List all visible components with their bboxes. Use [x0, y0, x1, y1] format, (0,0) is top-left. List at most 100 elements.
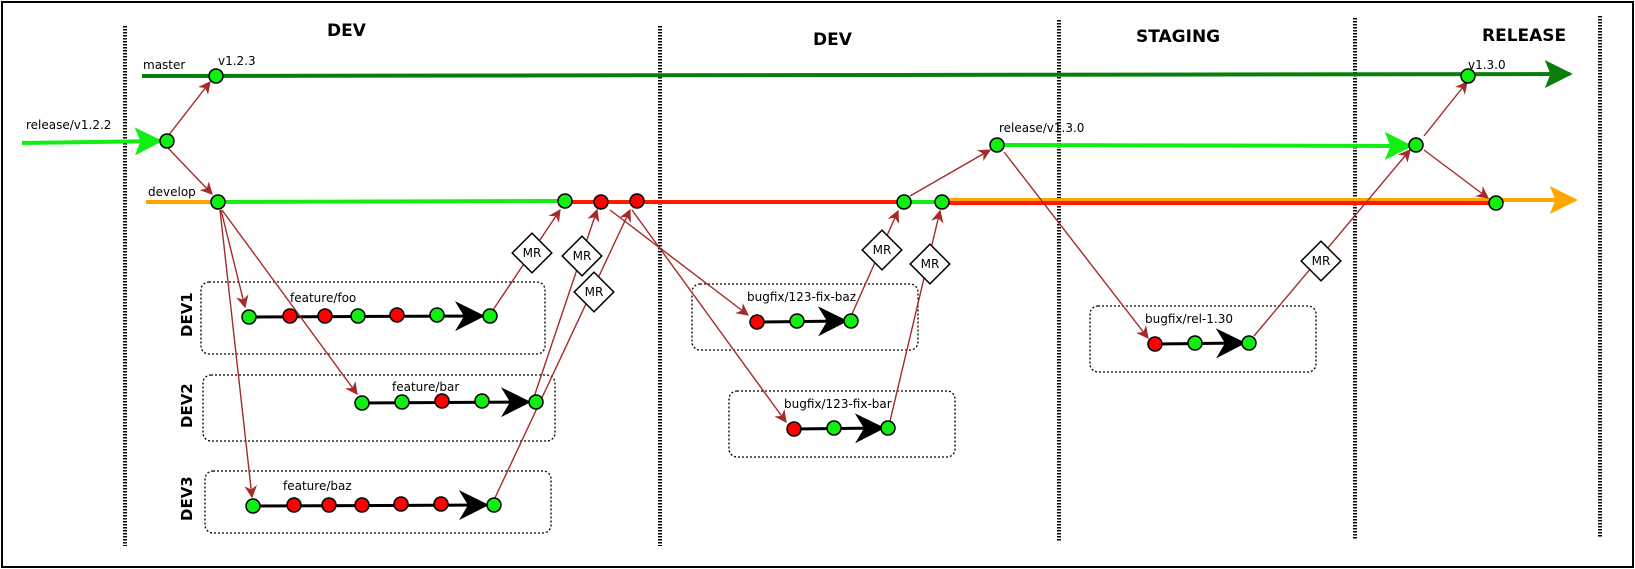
box-feature-foo: [200, 281, 546, 355]
commit-foo-2: [282, 308, 298, 324]
arrow-release122-to-master: [167, 81, 211, 137]
arrow-develop-to-bugfix-baz: [609, 209, 750, 316]
commit-lines: [248, 301, 1246, 521]
box-feature-bar: [202, 374, 556, 442]
label-feature-baz: feature/baz: [283, 479, 352, 493]
commit-baz-2: [286, 497, 302, 513]
commit-bugfix-bar-2: [826, 420, 842, 436]
commit-develop-end: [1488, 195, 1504, 211]
arrow-develop-to-bugfix-bar: [631, 209, 787, 424]
mr-label: MR: [1312, 254, 1331, 268]
arrow-baz-to-develop: [493, 208, 631, 501]
label-master: master: [143, 58, 185, 72]
mr-label: MR: [585, 285, 604, 299]
commit-develop-merge-bar: [593, 194, 609, 210]
mr-marker-bugfix-rel: MR: [1300, 240, 1342, 282]
master-line: [141, 60, 1573, 89]
commit-nodes: [159, 68, 1504, 514]
phase-header-staging: STAGING: [1136, 27, 1220, 47]
phase-header-dev-1: DEV: [327, 21, 367, 41]
commit-release-130-fix: [1408, 137, 1424, 153]
phase-separators: [123, 16, 1602, 546]
label-tag-v130: v1.3.0: [1468, 58, 1506, 72]
commit-release-130-start: [989, 137, 1005, 153]
commit-bar-3: [434, 393, 450, 409]
arrow-release130-to-develop: [1423, 149, 1490, 199]
label-develop: develop: [148, 185, 196, 199]
commit-baz-7: [486, 497, 502, 513]
arrow-release122-to-develop: [167, 147, 213, 195]
arrow-bugfix-bar-to-develop: [889, 209, 944, 422]
commit-bugfix-bar-1: [786, 421, 802, 437]
arrow-bugfix-rel-to-release130: [1253, 149, 1411, 337]
arrow-release130-to-master: [1423, 81, 1468, 137]
phase-header-release: RELEASE: [1482, 26, 1566, 46]
commit-bar-2: [394, 394, 410, 410]
release-122-line: [21, 127, 163, 156]
mr-label: MR: [573, 249, 592, 263]
release-130-line: [996, 131, 1413, 160]
commit-develop-fix-baz: [896, 194, 912, 210]
label-bugfix-rel: bugfix/rel-1.30: [1145, 312, 1233, 326]
arrow-develop-to-release130: [909, 149, 992, 197]
commit-baz-4: [354, 497, 370, 513]
commit-release-122: [159, 133, 175, 149]
mr-label: MR: [873, 243, 892, 257]
developer-label-dev1: DEV1: [178, 292, 196, 337]
label-tag-v123: v1.2.3: [218, 54, 256, 68]
commit-bugfix-baz-2: [789, 313, 805, 329]
arrow-develop-to-baz: [219, 209, 258, 499]
phase-header-dev-2: DEV: [813, 30, 853, 50]
mr-marker-bugfix-baz: MR: [861, 229, 903, 271]
mr-label: MR: [523, 246, 542, 260]
commit-bar-1: [354, 395, 370, 411]
commit-foo-7: [482, 308, 498, 324]
commit-foo-4: [350, 308, 366, 324]
mr-markers: MR MR MR MR MR MR: [511, 229, 1342, 313]
main-branch-lines: [21, 60, 1578, 214]
commit-baz-6: [433, 496, 449, 512]
developer-label-dev2: DEV2: [178, 383, 196, 428]
commit-baz-1: [245, 498, 261, 514]
box-bugfix-baz: [691, 283, 919, 351]
mr-marker-bugfix-bar: MR: [909, 243, 951, 285]
label-feature-bar: feature/bar: [392, 380, 459, 394]
commit-baz-3: [321, 497, 337, 513]
box-bugfix-bar: [728, 390, 956, 458]
arrow-develop-to-bar: [221, 209, 358, 396]
commit-foo-6: [429, 307, 445, 323]
label-bugfix-baz: bugfix/123-fix-baz: [747, 290, 856, 304]
mr-label: MR: [921, 257, 940, 271]
commit-foo-5: [389, 307, 405, 323]
mr-marker-baz: MR: [573, 271, 615, 313]
commit-master-v130: [1460, 68, 1476, 84]
commit-bar-4: [474, 393, 490, 409]
label-release-130: release/v1.3.0: [999, 121, 1084, 135]
commit-develop-fix-bar: [934, 194, 950, 210]
commit-develop-start: [210, 194, 226, 210]
commit-develop-merge-baz: [629, 193, 645, 209]
label-feature-foo: feature/foo: [290, 291, 356, 305]
commit-bugfix-rel-3: [1241, 335, 1257, 351]
label-bugfix-bar: bugfix/123-fix-bar: [784, 397, 892, 411]
branch-boxes: [200, 281, 1317, 534]
box-feature-baz: [204, 470, 552, 534]
arrow-develop-to-foo: [220, 209, 249, 309]
commit-foo-3: [317, 308, 333, 324]
commit-bugfix-rel-1: [1147, 336, 1163, 352]
box-bugfix-rel: [1089, 305, 1317, 373]
commit-bar-5: [528, 394, 544, 410]
commit-bugfix-rel-2: [1187, 335, 1203, 351]
mr-marker-foo: MR: [511, 232, 553, 274]
label-release-122: release/v1.2.2: [26, 118, 111, 132]
commit-develop-merge-foo: [557, 193, 573, 209]
commit-foo-1: [241, 309, 257, 325]
commit-bugfix-baz-1: [749, 314, 765, 330]
merge-arrows: [167, 81, 1490, 501]
commit-master-v123: [208, 68, 224, 84]
mr-marker-bar: MR: [561, 235, 603, 277]
commit-bugfix-baz-3: [843, 313, 859, 329]
arrow-release130-to-bugfix-rel: [1003, 151, 1149, 339]
